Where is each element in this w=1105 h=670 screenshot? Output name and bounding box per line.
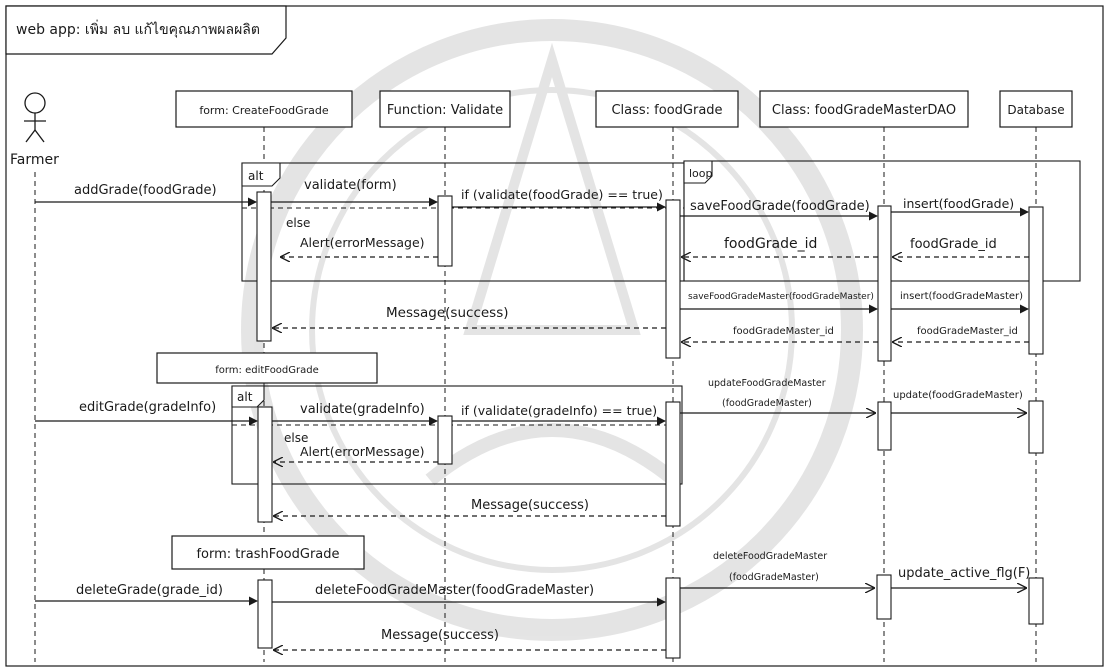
msg-label: update(foodGradeMaster) <box>893 390 1023 401</box>
else2-label: else <box>284 431 308 445</box>
msg-label: Alert(errorMessage) <box>300 235 425 250</box>
msg-label: (foodGradeMaster) <box>722 398 812 409</box>
msg-label: insert(foodGrade) <box>903 196 1014 211</box>
msg-label: saveFoodGrade(foodGrade) <box>690 199 870 214</box>
frame-title-tab <box>5 5 287 55</box>
msg-label: deleteGrade(grade_id) <box>76 583 223 598</box>
lifeline-validate-label: Function: Validate <box>387 103 503 118</box>
lifeline-validate-box <box>379 90 511 128</box>
msg-label: foodGrade_id <box>910 237 997 252</box>
msg-label: deleteFoodGradeMaster(foodGradeMaster) <box>315 583 594 598</box>
activation-bars <box>256 191 1044 659</box>
lifeline-foodgrade-label: Class: foodGrade <box>611 103 722 118</box>
lifeline-editform-box <box>156 352 378 384</box>
msg-label: (foodGradeMaster) <box>729 572 819 583</box>
message-labels: addGrade(foodGrade) validate(form) if (v… <box>74 178 1030 643</box>
university-seal-watermark <box>241 19 863 641</box>
lifeline-dao-label: Class: foodGradeMasterDAO <box>772 103 956 118</box>
lifeline-trashform-label: form: trashFoodGrade <box>196 547 339 562</box>
msg-label: foodGrade_id <box>724 236 817 252</box>
lifeline-heads: form: CreateFoodGrade Function: Validate… <box>156 90 1073 570</box>
msg-label: deleteFoodGradeMaster <box>713 551 827 562</box>
lifeline-foodgrade-box <box>595 90 739 128</box>
msg-label: foodGradeMaster_id <box>917 326 1018 337</box>
lifeline-createform-box <box>175 90 353 128</box>
msg-label: update_active_flg(F) <box>898 566 1030 581</box>
lifeline-editform-label: form: editFoodGrade <box>215 365 319 376</box>
actor-label: Farmer <box>10 152 59 168</box>
alt1-label: alt <box>248 169 264 183</box>
loop-label: loop <box>689 167 713 180</box>
msg-label: if (validate(gradeInfo) == true) <box>461 403 657 418</box>
frame-title: web app: เพิ่ม ลบ แก้ไขคุณภาพผลผลิต <box>16 20 260 38</box>
msg-label: Message(success) <box>381 628 499 643</box>
msg-label: Message(success) <box>471 498 589 513</box>
alt2-label: alt <box>237 390 253 404</box>
msg-label: foodGradeMaster_id <box>733 326 834 337</box>
msg-label: insert(foodGradeMaster) <box>900 291 1023 302</box>
else1-label: else <box>286 216 310 230</box>
msg-label: updateFoodGradeMaster <box>708 378 826 389</box>
msg-label: Alert(errorMessage) <box>300 444 425 459</box>
msg-label: addGrade(foodGrade) <box>74 183 217 198</box>
msg-label: if (validate(foodGrade) == true) <box>461 187 663 202</box>
alt-fragment-2 <box>231 385 683 485</box>
msg-label: Message(success) <box>386 305 509 321</box>
msg-label: validate(form) <box>304 178 397 193</box>
lifeline-dao-box <box>759 90 969 128</box>
msg-label: validate(gradeInfo) <box>300 402 425 417</box>
msg-label: saveFoodGradeMaster(foodGradeMaster) <box>688 292 874 302</box>
message-arrows <box>35 197 1029 650</box>
lifeline-trashform-box <box>171 535 365 570</box>
actor-farmer: Farmer <box>10 92 59 168</box>
lifeline-createform-label: form: CreateFoodGrade <box>199 104 329 117</box>
lifeline-database-label: Database <box>1007 103 1064 117</box>
msg-label: editGrade(gradeInfo) <box>79 400 216 415</box>
diagram-frame <box>5 5 1104 667</box>
